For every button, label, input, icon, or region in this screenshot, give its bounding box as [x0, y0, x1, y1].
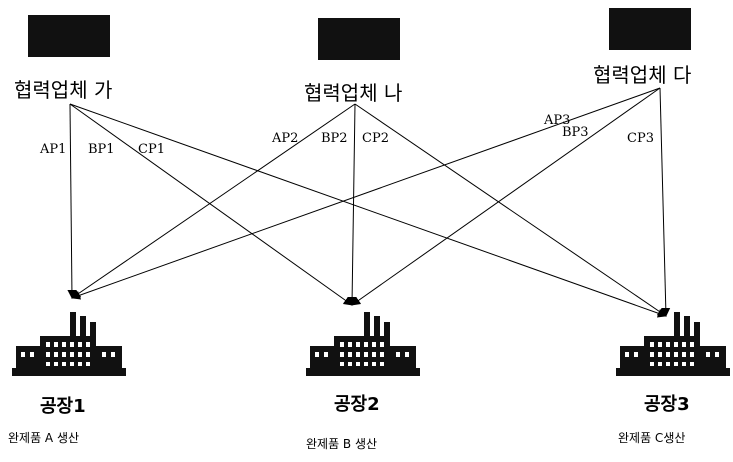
supplier-box-icon: [609, 8, 691, 50]
supplier-na: 협력업체 나: [304, 18, 402, 105]
supplier-label: 협력업체 가: [14, 78, 112, 102]
supplier-label: 협력업체 나: [304, 81, 402, 105]
path-label-bp2: BP2: [321, 131, 348, 146]
factory-label: 공장2: [334, 394, 380, 415]
path-label-ap1: AP1: [39, 142, 66, 157]
factory-icon: [306, 312, 420, 376]
product-label: 완제품 A 생산: [8, 431, 79, 445]
arrow-cp3: [660, 88, 666, 316]
factory-icon: [12, 312, 126, 376]
arrow-ap3: [72, 88, 660, 298]
factory-f3: 공장3 완제품 C생산: [616, 312, 730, 445]
factory-label: 공장3: [644, 394, 690, 415]
path-label-cp2: CP2: [362, 131, 389, 146]
arrow-ap1: [70, 104, 72, 298]
arrow-ap2: [72, 104, 355, 298]
supplier-box-icon: [28, 15, 110, 57]
arrow-group: [70, 88, 666, 316]
product-label: 완제품 B 생산: [306, 437, 377, 451]
factory-label: 공장1: [40, 396, 86, 417]
path-label-cp3: CP3: [627, 131, 654, 146]
path-label-bp3: BP3: [562, 125, 589, 140]
arrow-bp1: [70, 104, 352, 305]
path-label-bp1: BP1: [88, 142, 115, 157]
supplier-label: 협력업체 다: [593, 63, 691, 87]
supplier-da: 협력업체 다: [593, 8, 691, 87]
arrow-cp2: [355, 104, 666, 316]
supplier-box-icon: [318, 18, 400, 60]
supplier-ga: 협력업체 가: [14, 15, 112, 102]
path-label-cp1: CP1: [138, 142, 165, 157]
factory-f1: 공장1 완제품 A 생산: [8, 312, 126, 445]
product-label: 완제품 C생산: [618, 431, 685, 445]
arrow-bp3: [352, 88, 660, 305]
path-label-ap2: AP2: [271, 131, 298, 146]
factory-icon: [616, 312, 730, 376]
factory-f2: 공장2 완제품 B 생산: [306, 312, 420, 451]
